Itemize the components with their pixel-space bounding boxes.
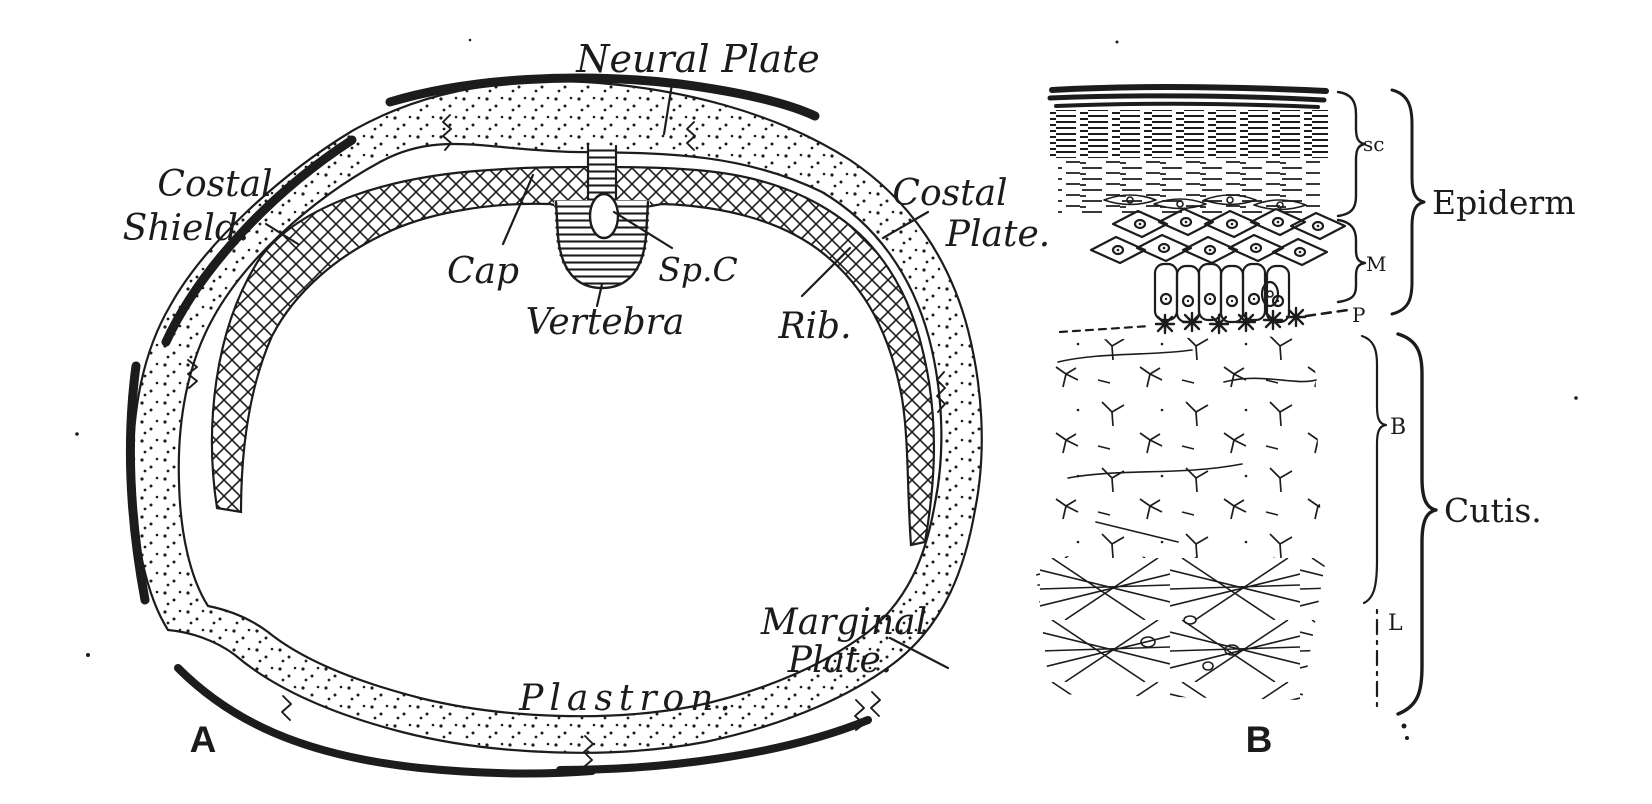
brace-stratum-corneum <box>1336 90 1367 218</box>
cutis-upper-texture <box>1042 336 1322 560</box>
brace-malpighian <box>1336 218 1367 304</box>
label-rib: Rib. <box>777 306 851 347</box>
label-spinal-canal: Sp.C <box>658 250 737 289</box>
label-costal-shield-line2: Shield. <box>123 208 250 249</box>
stratum-corneum-texture <box>1047 84 1329 216</box>
brace-upper-cutis <box>1360 334 1388 605</box>
label-cutis: Cutis. <box>1444 491 1542 530</box>
label-epiderm: Epiderm <box>1432 183 1576 222</box>
bony-shell-ring <box>131 80 983 754</box>
leader-lines <box>264 82 950 670</box>
label-costal-plate-line2: Plate. <box>945 214 1050 255</box>
rib-band <box>210 165 936 547</box>
layer-braces <box>1336 88 1438 740</box>
neural-spine-neck <box>586 144 618 202</box>
pigment-star-row <box>1058 306 1350 335</box>
panel-a-shell-section: Neural Plate Costal Shield. Cap Sp.C Ver… <box>123 37 1050 778</box>
label-cap: Cap <box>447 251 519 292</box>
label-lower-cutis: L <box>1388 611 1403 636</box>
label-vertebra: Vertebra <box>526 302 685 343</box>
panel-a-caption: A <box>190 719 217 760</box>
label-neural-plate: Neural Plate <box>575 37 819 81</box>
brace-epiderm <box>1390 88 1426 316</box>
label-costal-plate-line1: Costal <box>892 173 1007 214</box>
label-stratum-corneum: sc <box>1363 132 1384 156</box>
panel-b-caption: B <box>1246 719 1273 760</box>
vertebra-body <box>554 192 650 290</box>
cutis-lower-texture <box>1034 556 1326 700</box>
brace-cutis <box>1396 332 1438 716</box>
spinal-canal-opening <box>588 192 620 240</box>
horny-shield-arcs <box>125 73 872 778</box>
label-malpighian-layer: M <box>1366 252 1386 276</box>
label-upper-cutis: B <box>1390 415 1406 440</box>
label-plastron: Plastron. <box>518 678 737 719</box>
label-marginal-plate-line1: Marginal <box>760 602 927 643</box>
label-marginal-plate-line2: Plate. <box>787 640 892 681</box>
panel-b-skin-section: sc M P Epiderm B L Cutis. B <box>1034 84 1576 760</box>
label-costal-shield-line1: Costal <box>157 164 272 205</box>
print-speckles <box>75 38 1578 657</box>
basal-cell-row <box>1153 262 1291 324</box>
suture-zigzags <box>187 114 946 767</box>
label-pigment-layer: P <box>1352 303 1365 327</box>
